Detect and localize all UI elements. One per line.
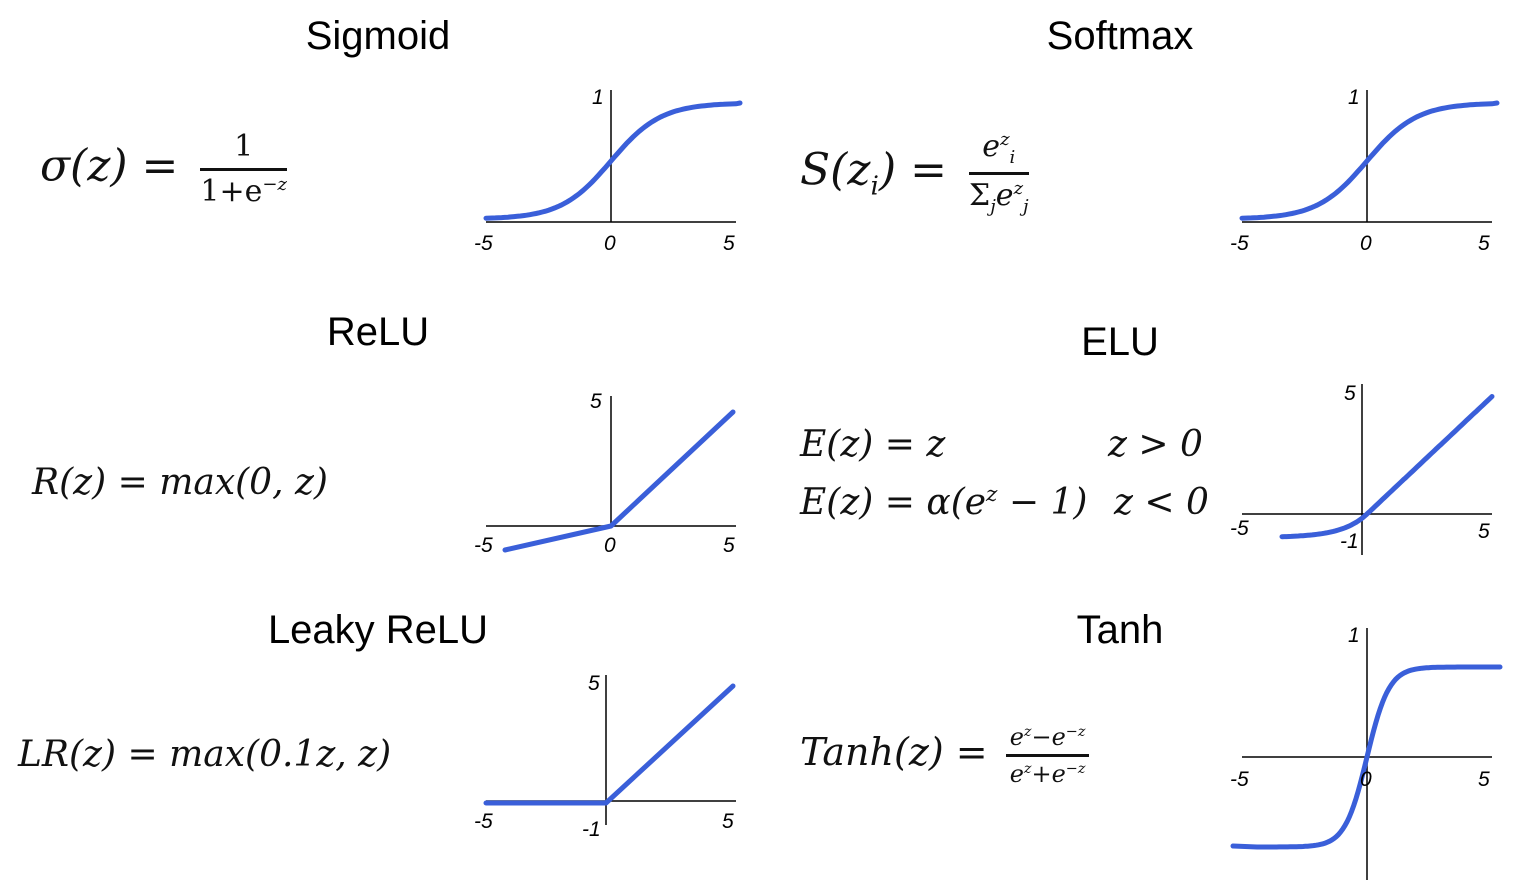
- elu-tick-xmax: 5: [1478, 520, 1490, 543]
- tanh-den-b: +e: [1031, 760, 1066, 788]
- relu-tick-xmax: 5: [723, 534, 735, 557]
- tanh-num-a-sup: z: [1023, 724, 1032, 740]
- relu-formula: R(z) = max(0, z): [32, 462, 328, 503]
- softmax-formula: S(zi) = ezi Σjezj: [800, 128, 1029, 218]
- leaky-relu-title: Leaky ReLU: [267, 608, 489, 652]
- softmax-tick-xmax: 5: [1478, 232, 1490, 255]
- elu-line1-lhs: E(z) = z: [800, 424, 946, 465]
- leaky-relu-tick-ymin: -1: [582, 818, 601, 841]
- tanh-tick-xzero: 0: [1360, 768, 1372, 791]
- softmax-num-sup: z: [1000, 129, 1010, 150]
- tanh-num-b: −e: [1031, 723, 1066, 751]
- sigmoid-den-exp: −z: [262, 173, 287, 195]
- sigmoid-formula-lhs: σ(z) =: [40, 140, 179, 192]
- softmax-den-base: e: [995, 177, 1014, 213]
- tanh-tick-ytop: 1: [1348, 624, 1360, 647]
- softmax-curve: [1239, 100, 1500, 221]
- sigmoid-tick-xzero: 0: [604, 232, 616, 255]
- relu-plot: -5 0 5 5: [474, 390, 736, 557]
- softmax-num-base: e: [982, 129, 1001, 164]
- relu-curve: [502, 409, 736, 553]
- sigmoid-formula: σ(z) = 1 1+e−z: [40, 128, 287, 210]
- tanh-den-b-sup: −z: [1065, 761, 1086, 777]
- tanh-curve: [1230, 664, 1503, 850]
- elu-plot: -5 -1 5 5: [1230, 382, 1495, 555]
- elu-line2-sup: z: [986, 482, 998, 507]
- sigmoid-numerator: 1: [200, 128, 287, 171]
- tanh-numerator: ez−e−z: [1005, 722, 1090, 757]
- leaky-relu-formula: LR(z) = max(0.1z, z): [18, 734, 392, 775]
- tanh-formula: Tanh(z) = ez−e−z ez+e−z: [800, 722, 1090, 789]
- sigmoid-tick-xmax: 5: [723, 232, 735, 255]
- tanh-den-a-sup: z: [1023, 761, 1032, 777]
- tanh-num-a: e: [1009, 723, 1024, 751]
- softmax-formula-lhs: S(z: [800, 144, 871, 196]
- sigmoid-tick-xmin: -5: [474, 232, 493, 255]
- tanh-tick-xmax: 5: [1478, 768, 1490, 791]
- softmax-numerator: ezi: [968, 128, 1029, 175]
- tanh-den-a: e: [1009, 760, 1024, 788]
- softmax-den-sub: j: [1023, 195, 1029, 217]
- softmax-fraction: ezi Σjezj: [968, 128, 1029, 219]
- relu-title: ReLU: [326, 310, 430, 354]
- sigmoid-tick-ytop: 1: [592, 86, 604, 109]
- elu-curve: [1279, 394, 1495, 540]
- elu-line1-cond: z > 0: [1108, 424, 1203, 465]
- softmax-num-sub: i: [1009, 147, 1016, 168]
- softmax-tick-xzero: 0: [1360, 232, 1372, 255]
- sigmoid-plot: -5 0 5 1: [474, 86, 743, 255]
- softmax-den-sup: z: [1013, 177, 1024, 199]
- tanh-plot: -5 0 5 1: [1230, 624, 1503, 880]
- tanh-title: Tanh: [1076, 608, 1164, 652]
- tanh-num-b-sup: −z: [1065, 724, 1086, 740]
- sigmoid-den-base: 1+e: [200, 173, 263, 209]
- softmax-title: Softmax: [1046, 14, 1194, 58]
- softmax-lhs-sub: i: [870, 170, 879, 202]
- elu-tick-xmin: -5: [1230, 517, 1249, 540]
- elu-tick-ytop: 5: [1344, 382, 1356, 405]
- tanh-tick-xmin: -5: [1230, 768, 1249, 791]
- elu-title: ELU: [1081, 320, 1159, 364]
- elu-formula-line1: E(z) = z z > 0: [800, 424, 1220, 465]
- elu-formula-line2: E(z) = α(ez − 1) z < 0: [800, 482, 1220, 523]
- leaky-relu-plot: -5 -1 5 5: [474, 672, 736, 841]
- sigmoid-fraction: 1 1+e−z: [200, 128, 287, 210]
- softmax-lhs-close: ) =: [878, 144, 947, 196]
- leaky-relu-tick-xmin: -5: [474, 810, 493, 833]
- softmax-tick-ytop: 1: [1348, 86, 1360, 109]
- tanh-fraction: ez−e−z ez+e−z: [1005, 722, 1090, 789]
- relu-tick-xmin: -5: [474, 534, 493, 557]
- softmax-den-sigma: Σ: [968, 177, 991, 213]
- leaky-relu-curve: [483, 683, 736, 806]
- softmax-denominator: Σjezj: [969, 175, 1029, 219]
- elu-line2-lhs-a: E(z) = α(e: [800, 482, 987, 523]
- elu-tick-ymin: -1: [1340, 530, 1359, 553]
- leaky-relu-tick-xmax: 5: [722, 810, 734, 833]
- elu-line2-lhs-b: − 1): [997, 482, 1088, 523]
- elu-line2-cond: z < 0: [1114, 482, 1209, 523]
- sigmoid-denominator: 1+e−z: [200, 171, 287, 211]
- softmax-tick-xmin: -5: [1230, 232, 1249, 255]
- leaky-relu-tick-ytop: 5: [588, 672, 600, 695]
- softmax-den-sigma-sub: j: [990, 195, 996, 217]
- relu-tick-ytop: 5: [590, 390, 602, 413]
- relu-tick-xzero: 0: [604, 534, 616, 557]
- sigmoid-title: Sigmoid: [305, 14, 451, 58]
- softmax-plot: -5 0 5 1: [1230, 86, 1500, 255]
- sigmoid-curve: [483, 100, 743, 221]
- tanh-formula-lhs: Tanh(z) =: [800, 730, 988, 774]
- tanh-denominator: ez+e−z: [1006, 757, 1090, 789]
